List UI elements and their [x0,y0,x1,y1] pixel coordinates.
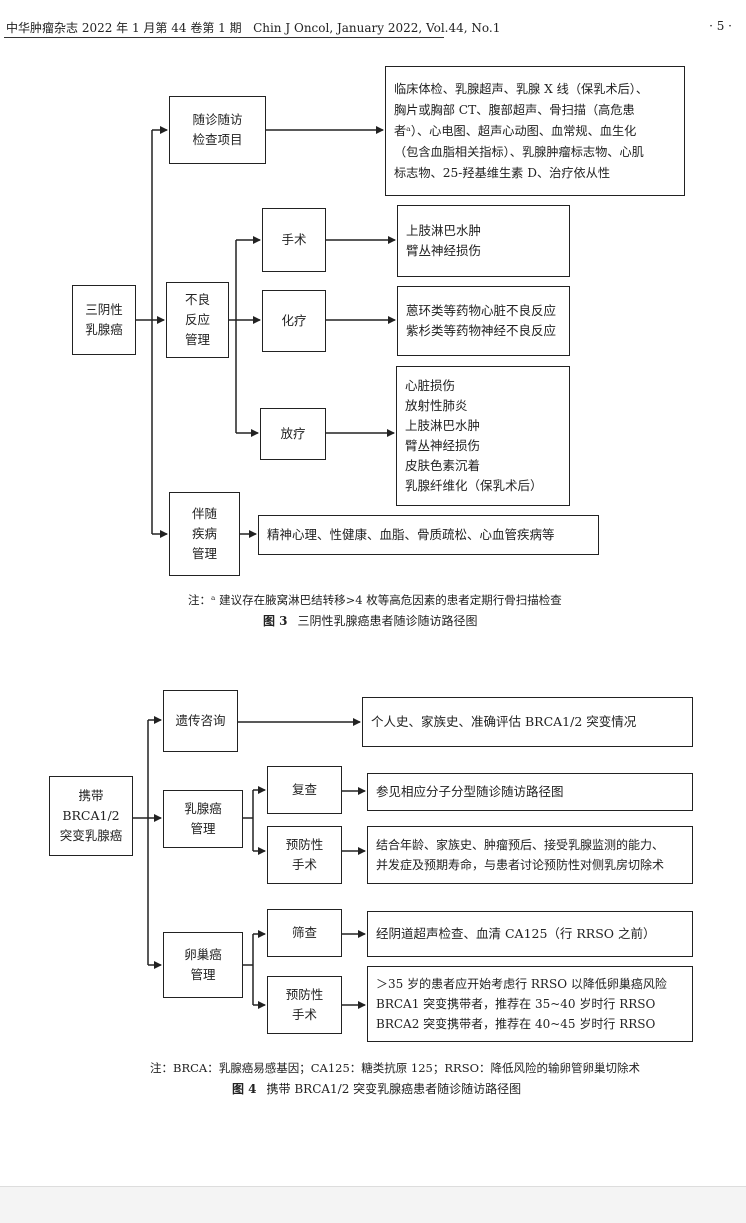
node-radio-items: 心脏损伤 放射性肺炎 上肢淋巴水肿 臂丛神经损伤 皮肤色素沉着 乳腺纤维化（保乳… [396,366,570,506]
node-comorbidity: 伴随疾病管理 [169,492,240,576]
page-number: · 5 · [709,19,732,33]
node-genetic-counseling: 遗传咨询 [163,690,238,752]
node-prophylactic-surgery-1: 预防性手术 [267,826,342,884]
node-comorbidity-items: 精神心理、性健康、血脂、骨质疏松、心血管疾病等 [258,515,599,555]
node-ovarian-management: 卵巢癌管理 [163,932,243,998]
node-surgery: 手术 [262,208,326,272]
journal-title-cn: 中华肿瘤杂志 2022 年 1 月第 44 卷第 1 期 [6,21,242,35]
node-recheck: 复查 [267,766,342,814]
figure3-title: 三阴性乳腺癌患者随诊随访路径图 [297,614,478,628]
node-breast-management: 乳腺癌管理 [163,790,243,848]
header-rule [4,37,444,38]
figure4-label: 图 4 [232,1082,257,1096]
figure4-title: 携带 BRCA1/2 突变乳腺癌患者随诊随访路径图 [266,1082,522,1096]
viewer-bottom-bar [0,1186,746,1223]
node-chemo-items: 蒽环类等药物心脏不良反应 紫杉类等药物神经不良反应 [397,286,570,356]
node-followup-exams: 随诊随访检查项目 [169,96,266,164]
node-screening: 筛查 [267,909,342,957]
node-prophylactic-surgery-2-items: ＞35 岁的患者应开始考虑行 RRSO 以降低卵巢癌风险 BRCA1 突变携带者… [367,966,693,1042]
figure3-label: 图 3 [263,614,288,628]
node-followup-items: 临床体检、乳腺超声、乳腺 X 线（保乳术后）、 胸片或胸部 CT、腹部超声、骨扫… [385,66,685,196]
figure3-caption: 图 3 三阴性乳腺癌患者随诊随访路径图 [263,612,478,629]
node-prophylactic-surgery-2: 预防性手术 [267,976,342,1034]
journal-title-en: Chin J Oncol, January 2022, Vol.44, No.1 [253,21,501,35]
node-screening-items: 经阴道超声检查、血清 CA125（行 RRSO 之前） [367,911,693,957]
node-tnbc-root: 三阴性乳腺癌 [72,285,136,355]
node-genetic-items: 个人史、家族史、准确评估 BRCA1/2 突变情况 [362,697,693,747]
node-chemo: 化疗 [262,290,326,352]
node-radiotherapy: 放疗 [260,408,326,460]
node-recheck-items: 参见相应分子分型随诊随访路径图 [367,773,693,811]
node-prophylactic-surgery-1-items: 结合年龄、家族史、肿瘤预后、接受乳腺监测的能力、 并发症及预期寿命，与患者讨论预… [367,826,693,884]
journal-header: 中华肿瘤杂志 2022 年 1 月第 44 卷第 1 期 Chin J Onco… [6,19,500,36]
figure4-caption: 图 4 携带 BRCA1/2 突变乳腺癌患者随诊随访路径图 [232,1080,521,1097]
figure3-note: 注：ᵃ 建议存在腋窝淋巴结转移>4 枚等高危因素的患者定期行骨扫描检查 [188,593,562,607]
node-adverse-reaction: 不良反应管理 [166,282,229,358]
figure4-note: 注：BRCA：乳腺癌易感基因；CA125：糖类抗原 125；RRSO：降低风险的… [150,1061,640,1075]
node-surgery-items: 上肢淋巴水肿 臂丛神经损伤 [397,205,570,277]
